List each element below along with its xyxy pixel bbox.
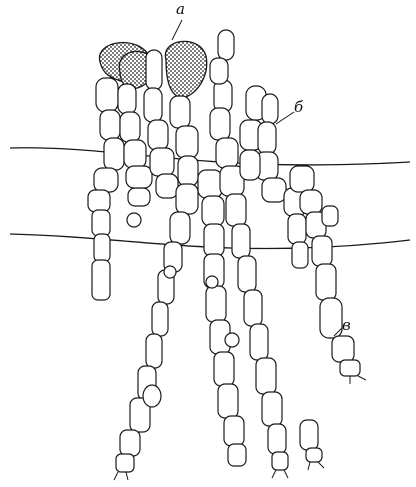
leader-a — [172, 20, 182, 40]
hypha-right-c — [290, 166, 360, 376]
substrate-upper-line — [10, 148, 410, 165]
spore-sac-3 — [165, 41, 206, 98]
hyphae — [88, 30, 360, 472]
hypha-central-left — [116, 184, 198, 472]
label-a: a — [176, 2, 185, 17]
hypha-left — [88, 78, 150, 300]
leader-b — [276, 112, 294, 124]
label-c: в — [342, 318, 351, 333]
label-b: б — [294, 100, 303, 115]
